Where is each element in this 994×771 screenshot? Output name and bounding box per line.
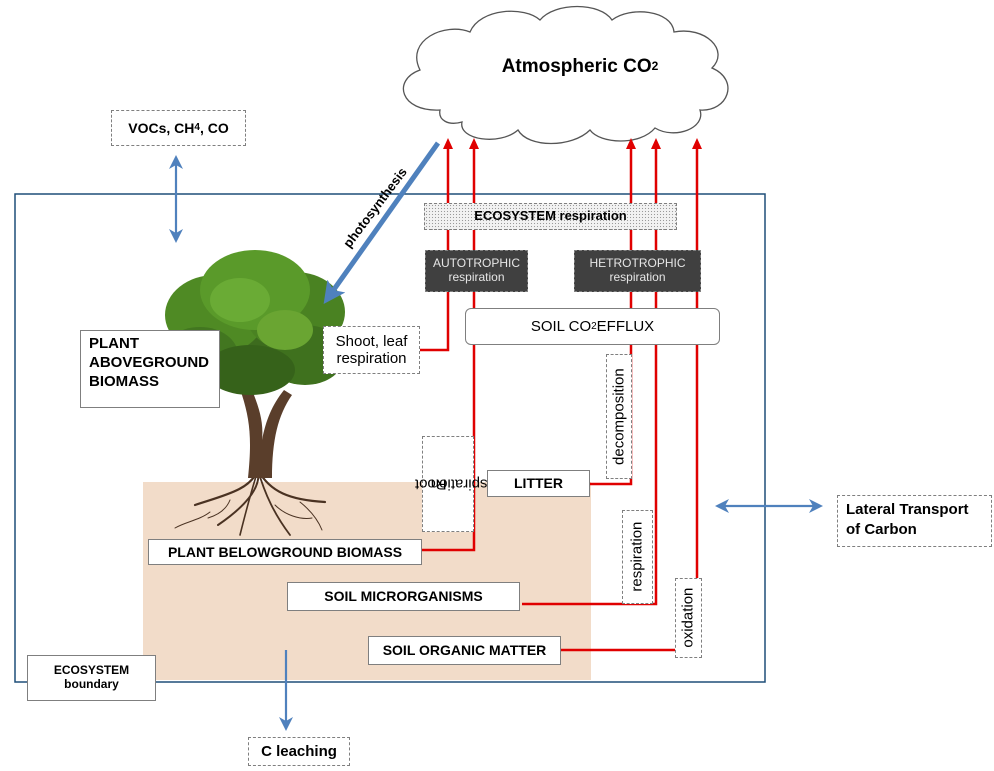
gases-subscript: 4 (194, 122, 200, 134)
atmospheric-co2-text: Atmospheric CO (501, 56, 652, 78)
soil-efflux-text-b: EFFLUX (596, 317, 655, 335)
soil-efflux-text-a: SOIL CO (530, 317, 592, 335)
microbial-respiration-box: respiration (622, 510, 653, 604)
litter-box: LITTER (487, 470, 590, 497)
ecosystem-boundary-frame (14, 193, 766, 683)
gases-text-b: , CO (199, 119, 229, 136)
arrowhead-3 (626, 138, 636, 149)
microbial-respiration-flux (522, 146, 658, 606)
c-leaching-box: C leaching (248, 737, 350, 766)
shoot-respiration-flux (420, 146, 450, 352)
soil-microorganisms-box: SOIL MICRORGANISMS (287, 582, 520, 611)
soil-organic-matter-box: SOIL ORGANIC MATTER (368, 636, 561, 665)
decomposition-box: decomposition (606, 354, 632, 479)
cloud-shape (402, 5, 729, 145)
tree-trunk (236, 380, 292, 478)
photosynthesis-arrow (323, 141, 441, 304)
heterotrophic-respiration-box: HETROTROPHIC respiration (574, 250, 701, 292)
soil-efflux-subscript: 2 (591, 320, 597, 332)
ecosystem-respiration-box: ECOSYSTEM respiration (424, 203, 677, 230)
shoot-leaf-respiration-box: Shoot, leaf respiration (323, 326, 420, 374)
oxidation-box: oxidation (675, 578, 702, 658)
arrowhead-4 (651, 138, 661, 149)
atmospheric-co2-subscript: 2 (651, 59, 659, 74)
autotrophic-respiration-box: AUTOTROPHIC respiration (425, 250, 528, 292)
gases-text-a: VOCs, CH (128, 119, 195, 136)
arrowhead-5 (692, 138, 702, 149)
plant-belowground-box: PLANT BELOWGROUND BIOMASS (148, 539, 422, 565)
arrowhead-1 (443, 138, 453, 149)
lateral-transport-box: Lateral Transport of Carbon (837, 495, 992, 547)
arrowhead-2 (469, 138, 479, 149)
plant-aboveground-box: PLANT ABOVEGROUND BIOMASS (80, 330, 220, 408)
ecosystem-boundary-label: ECOSYSTEM boundary (27, 655, 156, 701)
